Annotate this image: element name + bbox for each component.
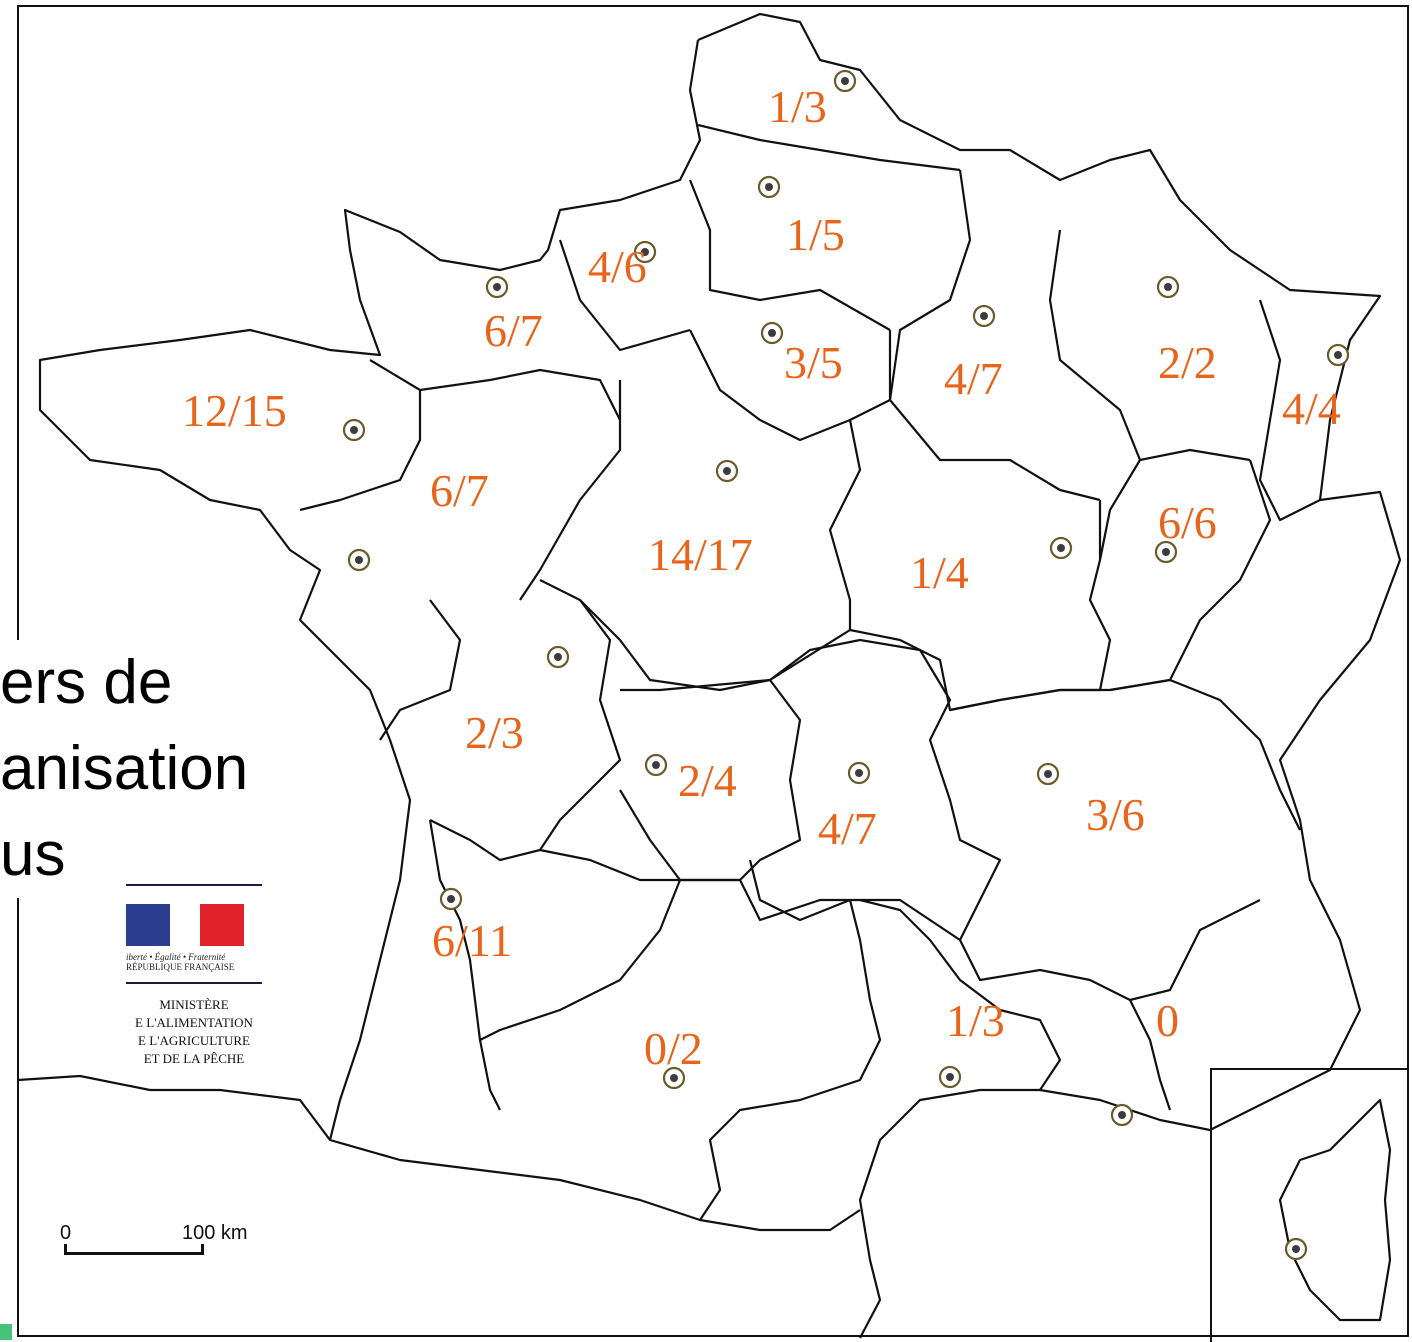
ministry-logo: iberté • Égalité • Fraternité RÉPUBLIQUE… [126,884,262,1068]
ministry-line-4: ET DE LA PÊCHE [143,1051,245,1066]
boundary-picardie [688,179,891,331]
marker-orleans [715,459,739,483]
label-limousin: 2/4 [678,755,737,806]
ministry-line-2: E L'ALIMENTATION [135,1015,253,1030]
scale-tick-end [201,1244,204,1254]
label-midi-pyrenees: 0/2 [644,1023,703,1074]
marker-bordeaux [439,887,463,911]
label-lorraine: 2/2 [1158,337,1217,388]
logo-top-rule [126,884,262,886]
marker-chalons [972,304,996,328]
scale-tick-start [64,1244,67,1254]
logo-republic: RÉPUBLIQUE FRANÇAISE [126,962,235,972]
boundary-poitou [429,599,622,862]
coastline [697,12,1402,1339]
boundary-rhone-alpes [949,678,1301,1002]
scale-line [64,1252,204,1255]
boundary-bretagne [299,390,422,512]
label-champagne-ardenne: 4/7 [944,353,1003,404]
overlay-line-3: us [0,820,66,889]
marker-clermont [847,761,871,785]
marker-rennes [342,418,366,442]
label-bourgogne: 1/4 [910,547,969,598]
label-aquitaine: 6/11 [432,915,512,966]
marker-rouen [633,240,657,264]
marker-nantes [347,548,371,572]
label-poitou-charentes: 2/3 [465,707,524,758]
label-auvergne: 4/7 [818,803,877,854]
marker-besancon [1154,540,1178,564]
boundary-champagne [888,169,1101,502]
marker-lille [833,69,857,93]
label-franche-comte: 6/6 [1158,497,1217,548]
logo-motto: iberté • Égalité • Fraternité [126,952,226,962]
boundary-franche-comte [1098,459,1272,692]
marker-amiens [757,175,781,199]
label-languedoc-roussillon: 1/3 [946,995,1005,1046]
label-paca: 0 [1156,995,1179,1046]
marker-metz [1156,275,1180,299]
scale-start-label: 0 [60,1222,72,1244]
marker-poitiers [546,645,570,669]
logo-bottom-rule [126,982,262,984]
boundary-hnormandie [558,239,691,352]
corsica [1278,1098,1392,1322]
overlapping-slide-text: ers de anisation us [0,640,280,898]
boundary-centre-west [519,380,622,601]
boundary-pays-loire [379,599,462,741]
ministry-line-3: E L'AGRICULTURE [138,1033,250,1048]
boundary-languedoc [859,898,1062,1091]
marker-ajaccio [1284,1237,1308,1261]
label-picardie: 1/5 [786,209,845,260]
boundary-auvergne [748,638,1002,942]
boundary-midi-pyrenees [479,848,882,1221]
label-nord-pas-de-calais: 1/3 [768,81,827,132]
scale-bar: 0 100 km [60,1222,270,1262]
boundary-alsace [1258,299,1321,522]
boundary-bnormandie [369,359,621,421]
overlay-line-2: anisation [0,734,249,803]
slide-corner-accent [0,1324,12,1340]
boundary-nord [697,123,961,172]
marker-lyon [1036,762,1060,786]
marianne-flag-icon [126,904,262,946]
boundary-lorraine [1048,229,1251,462]
label-basse-normandie: 6/7 [484,305,543,356]
marker-montpellier [938,1065,962,1089]
boundary-aquitaine [428,819,501,1111]
marker-limoges [644,753,668,777]
boundary-centre-south [539,579,851,692]
boundary-limousin [619,678,802,882]
ministry-line-1: MINISTÈRE [159,997,229,1012]
label-ile-de-france: 3/5 [784,337,843,388]
label-haute-normandie: 4/6 [588,241,647,292]
marker-strasbourg [1326,343,1350,367]
label-rhone-alpes: 3/6 [1086,789,1145,840]
label-bretagne: 12/15 [182,385,287,436]
marker-toulouse [662,1066,686,1090]
scale-distance-label: 100 km [182,1222,248,1244]
boundary-bourgogne-fc [849,500,1112,712]
marker-caen [485,275,509,299]
overlay-line-1: ers de [0,648,173,717]
label-pays-de-la-loire: 6/7 [430,465,489,516]
label-centre: 14/17 [648,529,753,580]
corsica-inset-frame [1210,1068,1408,1342]
marker-dijon [1049,536,1073,560]
boundary-centre-east [828,419,862,630]
atlantic-coast [38,39,702,1141]
marker-paris [760,321,784,345]
border-pyrenees [17,1074,861,1232]
boundary-paca [1129,999,1172,1111]
marker-marseille [1110,1103,1134,1127]
label-alsace: 4/4 [1282,383,1341,434]
